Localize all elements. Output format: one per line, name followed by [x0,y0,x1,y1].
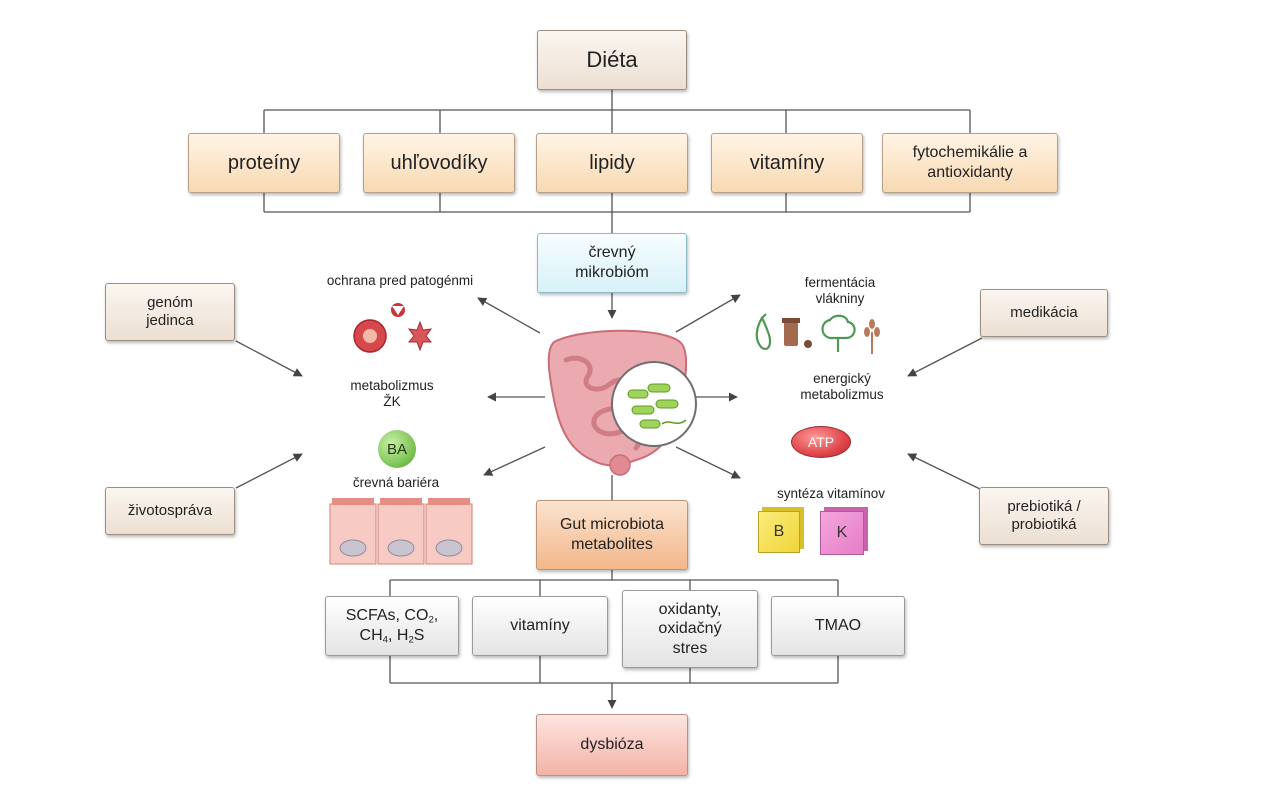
metabolites-box: Gut microbiota metabolites [536,500,688,570]
atp-icon: ATP [791,426,851,458]
diet-box: Diéta [537,30,687,90]
metabolite-label: oxidanty, oxidačný stres [658,600,722,657]
factor-box-medication: medikácia [980,289,1108,337]
microbes-magnifier-icon [611,361,697,447]
function-label-gut-barrier: črevná bariéra [352,475,440,490]
factor-box-lifestyle: životospráva [105,487,235,535]
microbiome-label: črevný mikrobióm [575,244,649,281]
factor-label: životospráva [127,501,213,519]
nutrient-label: fytochemikálie a antioxidanty [912,144,1028,181]
scfa-line-2: CH4, H2S [359,627,425,646]
microbiome-box: črevný mikrobióm [537,233,687,293]
diet-label: Diéta [586,46,638,72]
infected-cell-icon [353,319,387,353]
vitamin-b-label: B [773,523,785,540]
bile-acid-label: BA [386,440,407,458]
nutrient-label: proteíny [227,151,301,174]
fiber-foods-icons [755,313,880,354]
function-label-vitamin-synthesis: syntéza vitamínov [776,486,886,501]
nutrient-label: vitamíny [749,151,825,174]
gut-barrier-cells-icon [329,498,473,565]
nutrient-box-phytochemicals: fytochemikálie a antioxidanty [882,133,1058,193]
nutrient-label: uhľovodíky [390,151,488,174]
vitamin-b-cube-icon: B [758,511,800,553]
bile-acid-icon: BA [378,430,416,468]
factor-label: medikácia [1010,303,1078,321]
pear-icon [755,313,772,350]
broccoli-icon [821,314,856,352]
bacteria-star-icon [407,320,433,352]
atp-label: ATP [807,434,835,450]
factor-box-probiotics: prebiotiká / probiotiká [979,487,1109,545]
intestine-icon [547,329,697,476]
pathogen-icons [353,303,433,353]
metabolite-box-oxidants: oxidanty, oxidačný stres [622,590,758,668]
function-label-bile-acid-metabolism: metabolizmus ŽK [350,378,434,410]
metabolites-label: Gut microbiota metabolites [559,516,665,553]
metabolite-box-scfa: SCFAs, CO2, CH4, H2S [325,596,459,656]
nutrient-box-carbohydrates: uhľovodíky [363,133,515,193]
metabolite-box-tmao: TMAO [771,596,905,656]
vitamin-k-cube-icon: K [820,511,864,555]
factor-label: genóm jedinca [146,293,194,329]
nutrient-box-vitamins: vitamíny [711,133,863,193]
factor-label: prebiotiká / probiotiká [1007,497,1081,533]
dysbiosis-label: dysbióza [580,736,644,754]
scfa-line-1: SCFAs, CO2, [345,607,439,626]
metabolite-box-vitamins: vitamíny [472,596,608,656]
metabolite-label: vitamíny [510,617,570,635]
nutrient-label: lipidy [589,151,635,174]
virus-icon [391,303,405,317]
nutrient-box-lipids: lipidy [536,133,688,193]
jar-icon [782,318,812,348]
function-label-energy-metabolism: energický metabolizmus [800,371,884,403]
vitamin-k-label: K [836,524,848,541]
function-label-fiber-fermentation: fermentácia vlákniny [804,275,876,307]
metabolite-label: TMAO [814,617,862,635]
function-label-pathogen-protection: ochrana pred patogénmi [326,273,474,288]
wheat-icon [864,319,880,354]
dysbiosis-box: dysbióza [536,714,688,776]
nutrient-box-proteins: proteíny [188,133,340,193]
factor-box-genome: genóm jedinca [105,283,235,341]
